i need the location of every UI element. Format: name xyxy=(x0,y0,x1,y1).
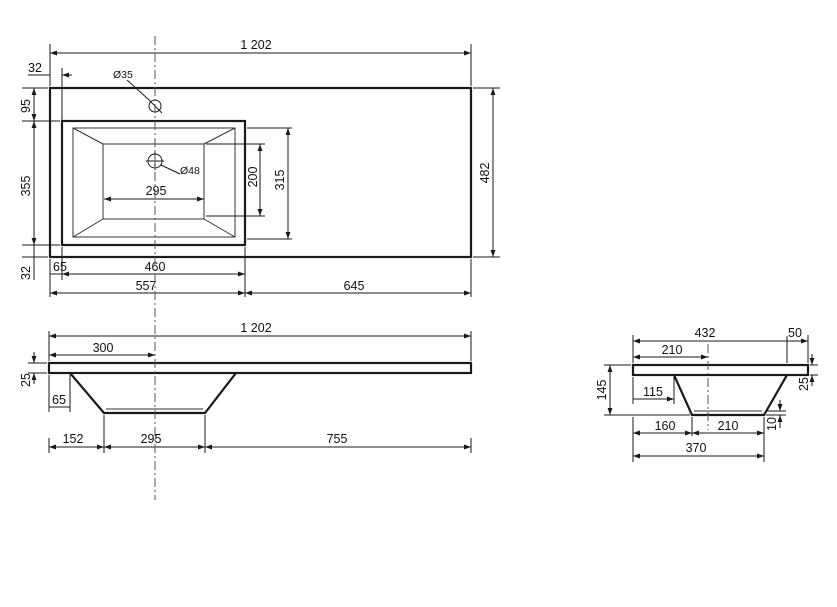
dim-side-rear-overhang: 50 xyxy=(788,326,802,340)
dim-right-section: 645 xyxy=(344,279,365,293)
top-view: Ø35 Ø48 1 202 32 482 95 355 32 xyxy=(19,38,500,297)
dim-front-segment-left: 152 xyxy=(63,432,84,446)
dim-bowl-offset: 65 xyxy=(53,260,67,274)
dim-front-segment-bottom: 295 xyxy=(141,432,162,446)
dim-front-overall-width: 1 202 xyxy=(240,321,271,335)
dim-side-segment-back: 210 xyxy=(718,419,739,433)
dim-bowl-inner-depth-outer: 315 xyxy=(273,170,287,191)
dim-overall-depth: 482 xyxy=(478,163,492,184)
dim-front-bowl-offset: 65 xyxy=(52,393,66,407)
front-view: 1 202 300 25 65 152 295 755 xyxy=(19,321,473,453)
dim-side-height: 145 xyxy=(595,380,609,401)
dim-bowl-inner-depth: 200 xyxy=(246,167,260,188)
dim-bowl-depth: 355 xyxy=(19,176,33,197)
bowl-outer-rim xyxy=(60,119,247,247)
dim-side-bowl-length: 370 xyxy=(686,441,707,455)
dim-overall-width: 1 202 xyxy=(240,38,271,52)
side-view: 432 50 210 25 145 115 10 xyxy=(595,326,818,462)
dim-side-overall-depth: 432 xyxy=(695,326,716,340)
bowl-inner-edge xyxy=(72,127,236,238)
dim-front-margin: 32 xyxy=(19,266,33,280)
dim-side-inner-offset: 115 xyxy=(643,385,663,399)
tap-hole-label: Ø35 xyxy=(113,69,133,81)
dim-side-thickness: 25 xyxy=(797,377,811,391)
dim-bowl-bottom-width: 295 xyxy=(146,184,167,198)
dim-bowl-width: 460 xyxy=(145,260,166,274)
side-slab xyxy=(631,363,810,377)
dim-side-axis-position: 210 xyxy=(662,343,683,357)
dim-back-margin: 95 xyxy=(19,99,33,113)
dim-front-segment-right: 755 xyxy=(327,432,348,446)
drain-hole-label: Ø48 xyxy=(180,165,200,177)
bowl-bottom xyxy=(102,143,205,220)
dim-left-section: 557 xyxy=(136,279,157,293)
side-bowl xyxy=(672,374,788,417)
dim-side-bottom-thickness: 10 xyxy=(765,417,779,431)
dim-front-thickness: 25 xyxy=(19,373,33,387)
dim-side-segment-front: 160 xyxy=(655,419,676,433)
dim-side-margin: 32 xyxy=(28,61,42,75)
dim-front-axis-position: 300 xyxy=(93,341,114,355)
front-slab xyxy=(47,361,473,375)
countertop-outline xyxy=(48,86,473,259)
front-bowl xyxy=(69,372,237,415)
